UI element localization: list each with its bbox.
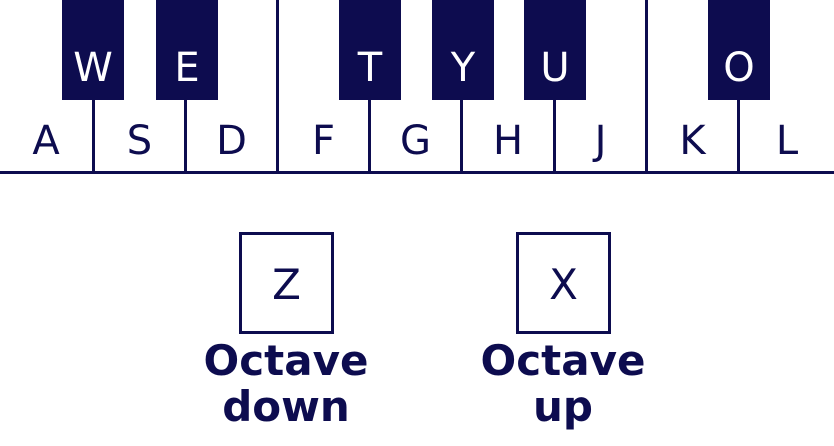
octave-down-caption-line2: down: [222, 382, 350, 432]
black-key-label: Y: [450, 45, 476, 91]
octave-down-key[interactable]: Z: [239, 232, 334, 334]
black-key-t[interactable]: T: [339, 0, 401, 100]
octave-up-caption-line1: Octave: [480, 336, 646, 385]
white-key-label: A: [32, 118, 60, 164]
octave-up-caption-line2: up: [533, 382, 593, 432]
octave-up-key-label: X: [549, 260, 578, 309]
white-key-label: G: [400, 118, 431, 164]
black-key-e[interactable]: E: [156, 0, 218, 100]
black-key-label: W: [73, 45, 113, 91]
octave-up-caption: Octave up: [443, 336, 683, 432]
white-key-label: F: [311, 118, 335, 164]
octave-down-caption: Octave down: [166, 336, 406, 432]
black-key-u[interactable]: U: [524, 0, 586, 100]
white-key-label: K: [679, 118, 706, 164]
black-key-label: U: [540, 45, 570, 91]
black-key-label: O: [723, 45, 755, 91]
black-key-label: E: [174, 45, 200, 91]
white-key-label: J: [594, 118, 607, 164]
white-key-label: H: [492, 118, 524, 164]
black-key-y[interactable]: Y: [432, 0, 494, 100]
black-key-o[interactable]: O: [708, 0, 770, 100]
octave-up-key[interactable]: X: [516, 232, 611, 334]
white-key-label: L: [775, 118, 799, 164]
black-key-label: T: [357, 45, 383, 91]
white-key-label: D: [216, 118, 247, 164]
octave-down-key-label: Z: [272, 260, 301, 309]
piano-keyboard: A S D F G H J K L W E T Y U O: [0, 0, 834, 174]
white-key-label: S: [126, 118, 153, 164]
black-key-w[interactable]: W: [62, 0, 124, 100]
octave-down-caption-line1: Octave: [203, 336, 369, 385]
